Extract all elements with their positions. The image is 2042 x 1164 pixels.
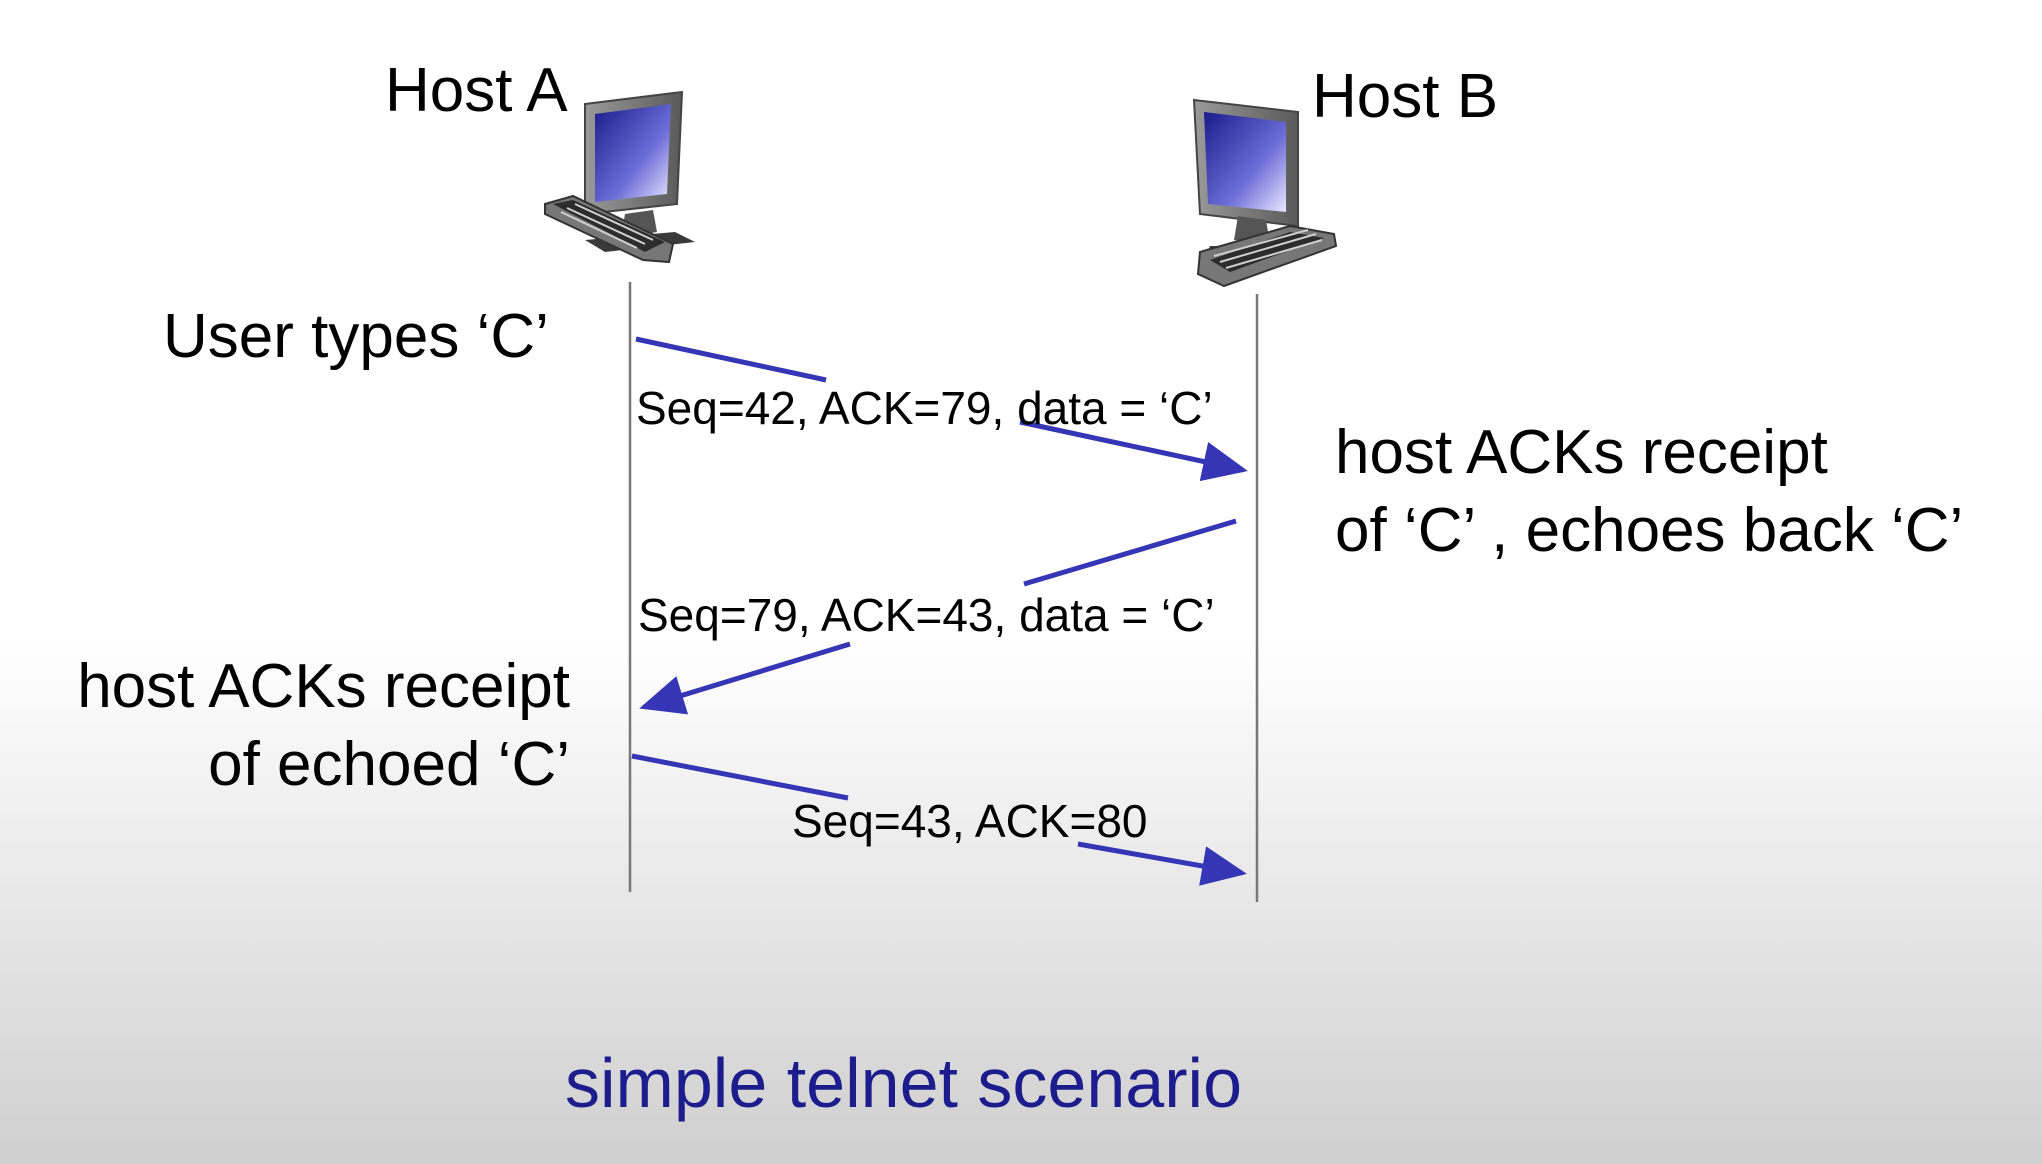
message-label-3: Seq=43, ACK=80 — [792, 795, 1148, 847]
message-arrow-1 — [635, 336, 1248, 482]
host-b-ack-note-line1: host ACKs receipt — [1335, 418, 1828, 487]
message-arrow-2 — [639, 518, 1237, 715]
host-b-ack-note: host ACKs receipt of ‘C’ , echoes back ‘… — [1335, 414, 1963, 570]
host-a-ack-note: host ACKs receipt of echoed ‘C’ — [77, 648, 570, 804]
diagram-caption: simple telnet scenario — [565, 1044, 1242, 1122]
host-a-label: Host A — [385, 56, 568, 125]
host-b-computer-icon — [1192, 98, 1338, 288]
host-b-label: Host B — [1312, 62, 1499, 131]
message-arrow-3 — [631, 753, 1247, 886]
host-a-ack-note-line2: of echoed ‘C’ — [208, 730, 570, 799]
host-a-ack-note-line1: host ACKs receipt — [77, 652, 570, 721]
host-a-computer-icon — [544, 90, 695, 264]
user-types-note: User types ‘C’ — [163, 302, 549, 371]
message-label-1: Seq=42, ACK=79, data = ‘C’ — [636, 382, 1213, 434]
host-b-ack-note-line2: of ‘C’ , echoes back ‘C’ — [1335, 496, 1964, 565]
message-label-2: Seq=79, ACK=43, data = ‘C’ — [638, 589, 1215, 641]
